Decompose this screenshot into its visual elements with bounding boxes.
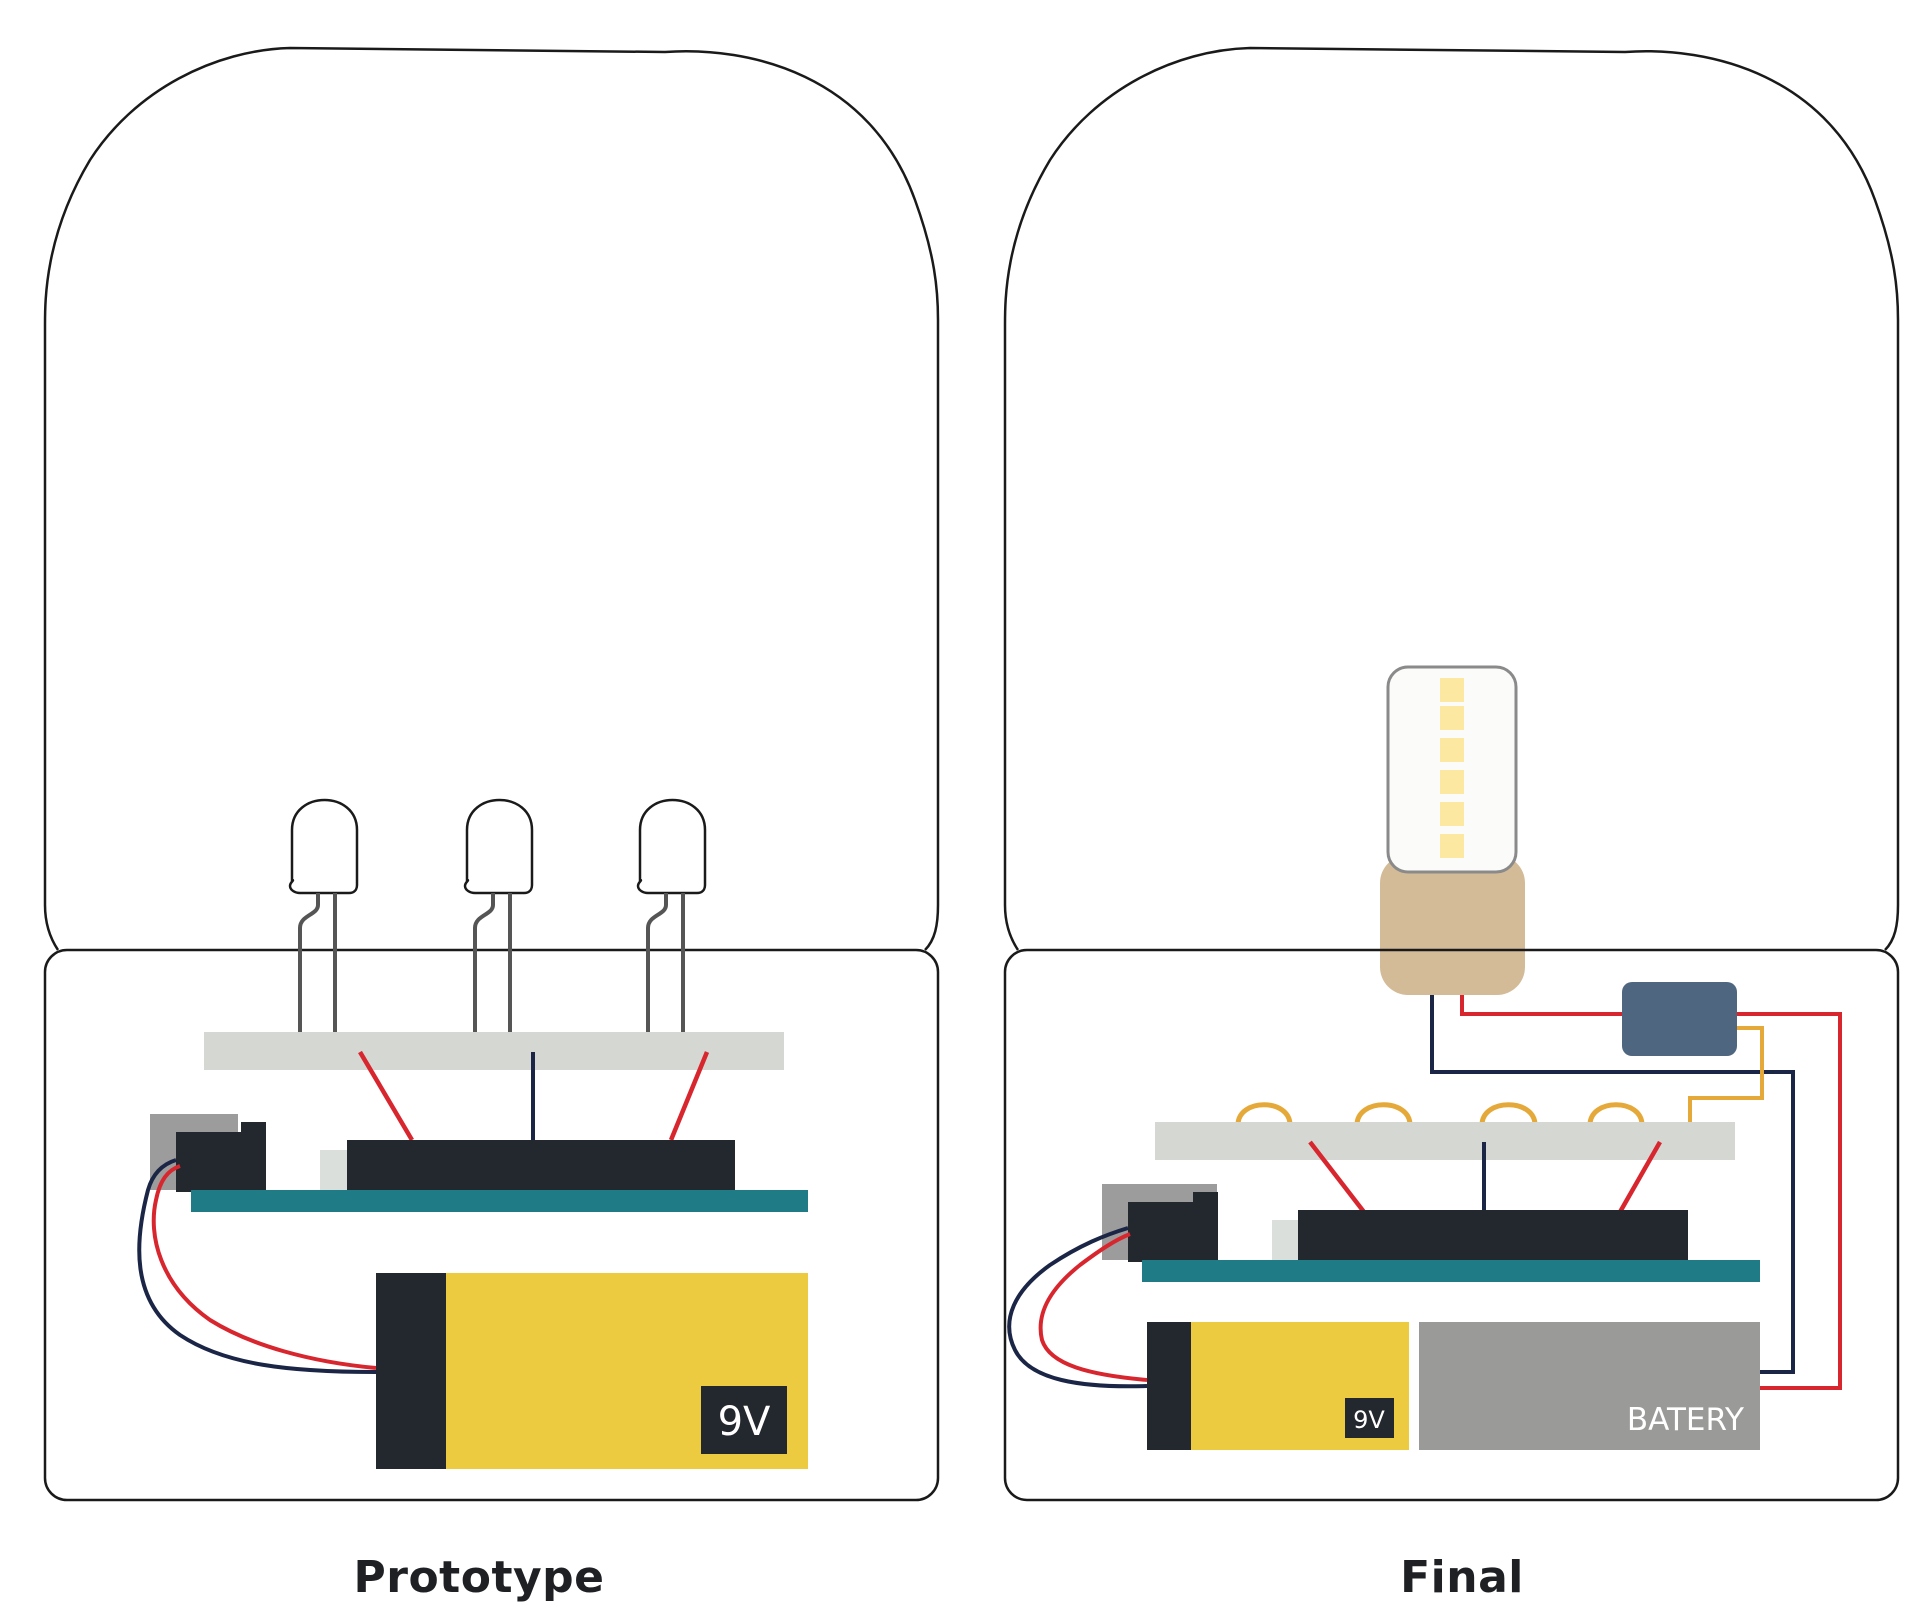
prototype-base: [43, 948, 940, 1502]
power-jack-body: [1128, 1202, 1218, 1262]
bulb: [1386, 665, 1518, 874]
module-wire-orange: [1688, 1026, 1764, 1122]
led-module: [1622, 982, 1737, 1056]
prototype-pcb: [191, 1190, 808, 1212]
power-jack-body: [176, 1132, 266, 1192]
component: [1272, 1220, 1300, 1260]
module-wire-red: [1737, 1012, 1842, 1390]
bulb-wire-red: [1460, 995, 1622, 1016]
prototype-assembly: 9V: [43, 46, 940, 1502]
final-base: [1003, 948, 1900, 1502]
battery-lead-navy: [1007, 1226, 1148, 1389]
battery-label: 9V: [718, 1399, 771, 1445]
led-1: [288, 798, 359, 1052]
final-assembly: 9V BATERY: [1003, 46, 1900, 1502]
prototype-chip: [347, 1140, 735, 1192]
prototype-breadboard: [204, 1032, 784, 1070]
final-pcb: [1142, 1260, 1760, 1282]
final-breadboard: [1155, 1122, 1735, 1160]
final-chip: [1298, 1210, 1688, 1262]
bulb-base: [1380, 855, 1525, 995]
battery-label: 9V: [1353, 1406, 1385, 1434]
battery-label-box: [701, 1386, 787, 1454]
battery-label-box: [1345, 1398, 1394, 1438]
battery-lead-red: [151, 1164, 377, 1370]
wire-red: [668, 1051, 710, 1141]
prototype-lampshade: [43, 46, 940, 951]
wire-red: [1308, 1140, 1366, 1214]
led-2: [463, 798, 534, 1052]
battery-pack-label: BATERY: [1627, 1402, 1744, 1438]
battery-lead-navy: [137, 1158, 377, 1374]
final-lampshade: [1003, 46, 1900, 951]
final-caption: Final: [1400, 1552, 1524, 1603]
wire-red: [358, 1050, 414, 1142]
component: [320, 1150, 348, 1190]
bulb-wire-navy: [1430, 995, 1795, 1374]
prototype-caption: Prototype: [353, 1552, 605, 1603]
battery-terminal: [1147, 1322, 1191, 1450]
bulb-leds: [1440, 678, 1464, 858]
led-3: [636, 798, 707, 1052]
battery-lead-red: [1038, 1232, 1148, 1382]
battery-pack: [1419, 1322, 1760, 1450]
wire-red: [1618, 1140, 1662, 1214]
battery-terminal: [376, 1273, 446, 1469]
led-strip-wire: [1235, 1102, 1645, 1126]
